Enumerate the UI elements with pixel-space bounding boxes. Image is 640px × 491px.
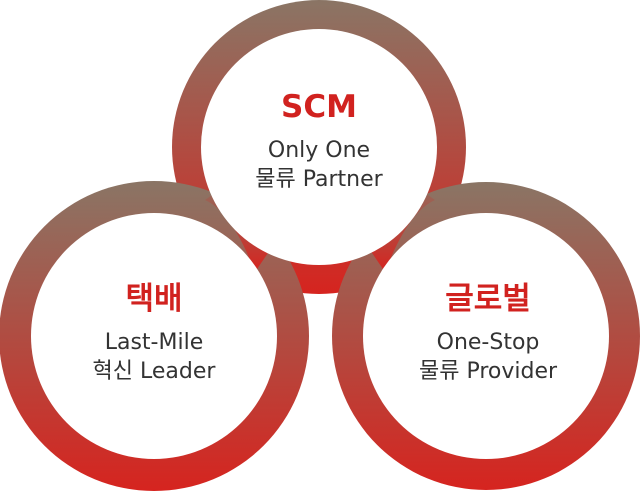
circle-label-parcel: 택배 Last-Mile 혁신 Leader bbox=[92, 281, 216, 387]
inner-disc-parcel bbox=[31, 213, 277, 459]
circle-line-global-1: One-Stop bbox=[436, 329, 540, 355]
circle-title-global: 글로벌 bbox=[445, 281, 531, 317]
circle-title-parcel: 택배 bbox=[125, 281, 183, 317]
inner-disc-scm bbox=[201, 29, 437, 265]
inner-disc-global bbox=[363, 213, 609, 459]
circle-label-scm: SCM Only One 물류 Partner bbox=[255, 89, 383, 195]
circle-line-scm-1: Only One bbox=[267, 137, 371, 163]
circle-line-global-2: 물류 Provider bbox=[418, 359, 558, 385]
inner-discs bbox=[31, 29, 609, 459]
circle-label-global: 글로벌 One-Stop 물류 Provider bbox=[418, 281, 558, 387]
circle-line-parcel-1: Last-Mile bbox=[104, 329, 204, 355]
circle-title-scm: SCM bbox=[281, 89, 357, 125]
circle-line-parcel-2: 혁신 Leader bbox=[92, 359, 216, 385]
circle-line-scm-2: 물류 Partner bbox=[255, 167, 383, 193]
